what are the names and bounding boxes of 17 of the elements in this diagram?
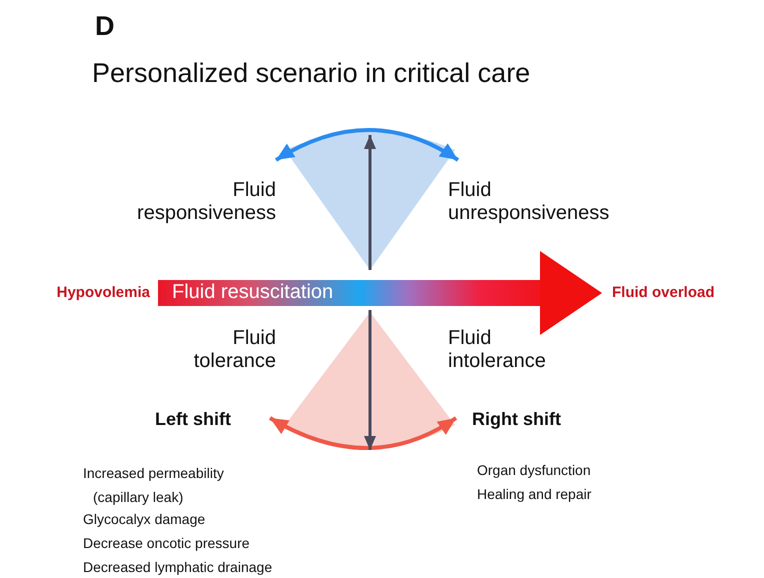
list-item: Decrease oncotic pressure [83, 534, 251, 553]
shift-heading: Left shift [155, 408, 232, 431]
scenario-label: Fluid responsiveness [136, 179, 276, 225]
diagram-title: Personalized scenario in critical care [92, 57, 530, 90]
shift-heading: Right shift [472, 408, 562, 431]
list-item: Decreased lymphatic drainage [83, 558, 274, 577]
list-item: Increased permeability (capillary leak) [83, 464, 225, 507]
panel-letter: D [95, 10, 116, 43]
term-label: Hypovolemia [22, 284, 150, 302]
scenario-label: Fluid intolerance [448, 327, 547, 373]
list-item: Glycocalyx damage [83, 510, 206, 529]
scenario-label: Fluid unresponsiveness [448, 179, 610, 225]
term-label: Fluid overload [612, 284, 762, 302]
scenario-label: Fluid tolerance [192, 327, 276, 373]
list-item: Healing and repair [477, 485, 592, 504]
arrow [158, 251, 602, 335]
list-item: Organ dysfunction [477, 461, 592, 480]
